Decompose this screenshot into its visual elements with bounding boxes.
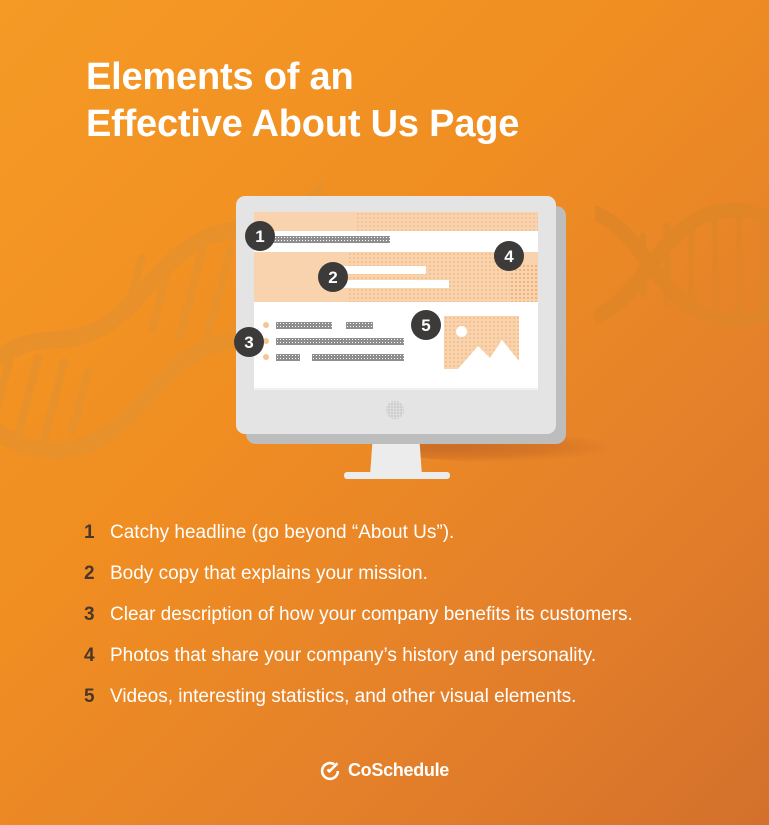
list-item: 1 Catchy headline (go beyond “About Us”)…	[84, 520, 724, 561]
mock-body-copy-bar-2	[334, 280, 449, 288]
mock-headline-bar	[259, 236, 390, 243]
title-line-2: Effective About Us Page	[86, 103, 520, 145]
brand-name: CoSchedule	[347, 760, 450, 780]
mock-hero-texture	[348, 252, 510, 302]
list-item-label: Clear description of how your company be…	[110, 604, 633, 625]
mock-bullet-dot	[263, 322, 269, 328]
list-item-number: 2	[84, 563, 95, 584]
coschedule-check-circle-icon	[320, 761, 340, 780]
list-item-label: Photos that share your company’s history…	[110, 645, 597, 666]
list-item: 2 Body copy that explains your mission.	[84, 561, 724, 602]
footer-branding: CoSchedule	[0, 760, 769, 781]
list-item: 4 Photos that share your company’s histo…	[84, 643, 724, 684]
list-item-number: 4	[84, 645, 95, 666]
mock-bullet-bar	[312, 354, 404, 361]
mock-image-mountain-icon	[458, 340, 519, 369]
mock-bullet-bar	[276, 322, 332, 329]
mock-bullet-bar	[276, 354, 300, 361]
mock-body-copy-bar-1	[334, 266, 426, 274]
monitor-bezel	[236, 196, 556, 434]
elements-list: 1 Catchy headline (go beyond “About Us”)…	[84, 520, 724, 725]
list-item: 3 Clear description of how your company …	[84, 602, 724, 643]
list-item: 5 Videos, interesting statistics, and ot…	[84, 684, 724, 725]
mock-hero-texture-right	[510, 264, 538, 302]
mock-bullet-bar	[346, 322, 373, 329]
list-item-number: 5	[84, 686, 95, 707]
mock-bullet-dot	[263, 338, 269, 344]
list-item-label: Catchy headline (go beyond “About Us”).	[110, 522, 455, 543]
mock-image-placeholder	[444, 316, 519, 369]
monitor-stand-base	[344, 472, 450, 479]
list-item-number: 3	[84, 604, 95, 625]
mock-bullet-bar	[276, 338, 404, 345]
list-item-number: 1	[84, 522, 95, 543]
mock-screen-footer-line	[254, 388, 538, 390]
monitor-screen	[254, 212, 538, 390]
mock-image-sun-icon	[456, 326, 467, 337]
list-item-label: Videos, interesting statistics, and othe…	[110, 686, 577, 707]
page-title: Elements of an Effective About Us Page	[86, 54, 686, 148]
mock-site-header-texture	[356, 212, 538, 231]
title-line-1: Elements of an	[86, 56, 354, 98]
monitor-power-logo-icon	[386, 401, 404, 419]
list-item-label: Body copy that explains your mission.	[110, 563, 428, 584]
mock-bullet-dot	[263, 354, 269, 360]
